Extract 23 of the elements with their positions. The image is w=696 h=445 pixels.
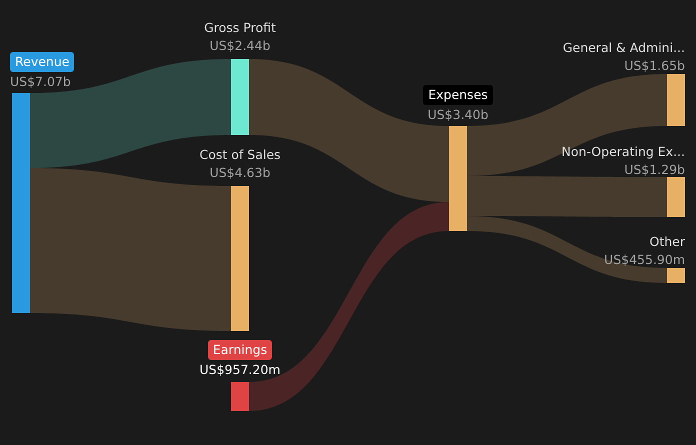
sankey-flow: [249, 59, 449, 202]
node-value: US$3.40b: [428, 107, 488, 123]
node-label-tag: Expenses: [423, 85, 493, 105]
sankey-flow: [467, 176, 667, 217]
node-value: US$957.20m: [200, 362, 280, 378]
node-value: US$4.63b: [210, 165, 270, 181]
node-value: US$1.29b: [624, 162, 685, 178]
sankey-flow: [467, 216, 667, 283]
sankey-flow: [30, 168, 231, 331]
sankey-flow: [467, 74, 667, 176]
node-value: US$7.07b: [10, 74, 71, 90]
node-label: Non-Operating Ex...: [562, 144, 685, 160]
node-value: US$1.65b: [624, 58, 685, 74]
node-label: Gross Profit: [204, 20, 276, 36]
node-label-tag: Revenue: [10, 52, 74, 72]
node-label: Cost of Sales: [199, 147, 281, 163]
node-value: US$2.44b: [210, 38, 270, 54]
sankey-flow: [30, 59, 231, 168]
node-label: Other: [650, 234, 685, 250]
node-label: General & Admini...: [562, 40, 685, 56]
sankey-flow: [249, 202, 449, 411]
node-label-tag: Earnings: [208, 340, 272, 360]
node-value: US$455.90m: [604, 252, 685, 268]
